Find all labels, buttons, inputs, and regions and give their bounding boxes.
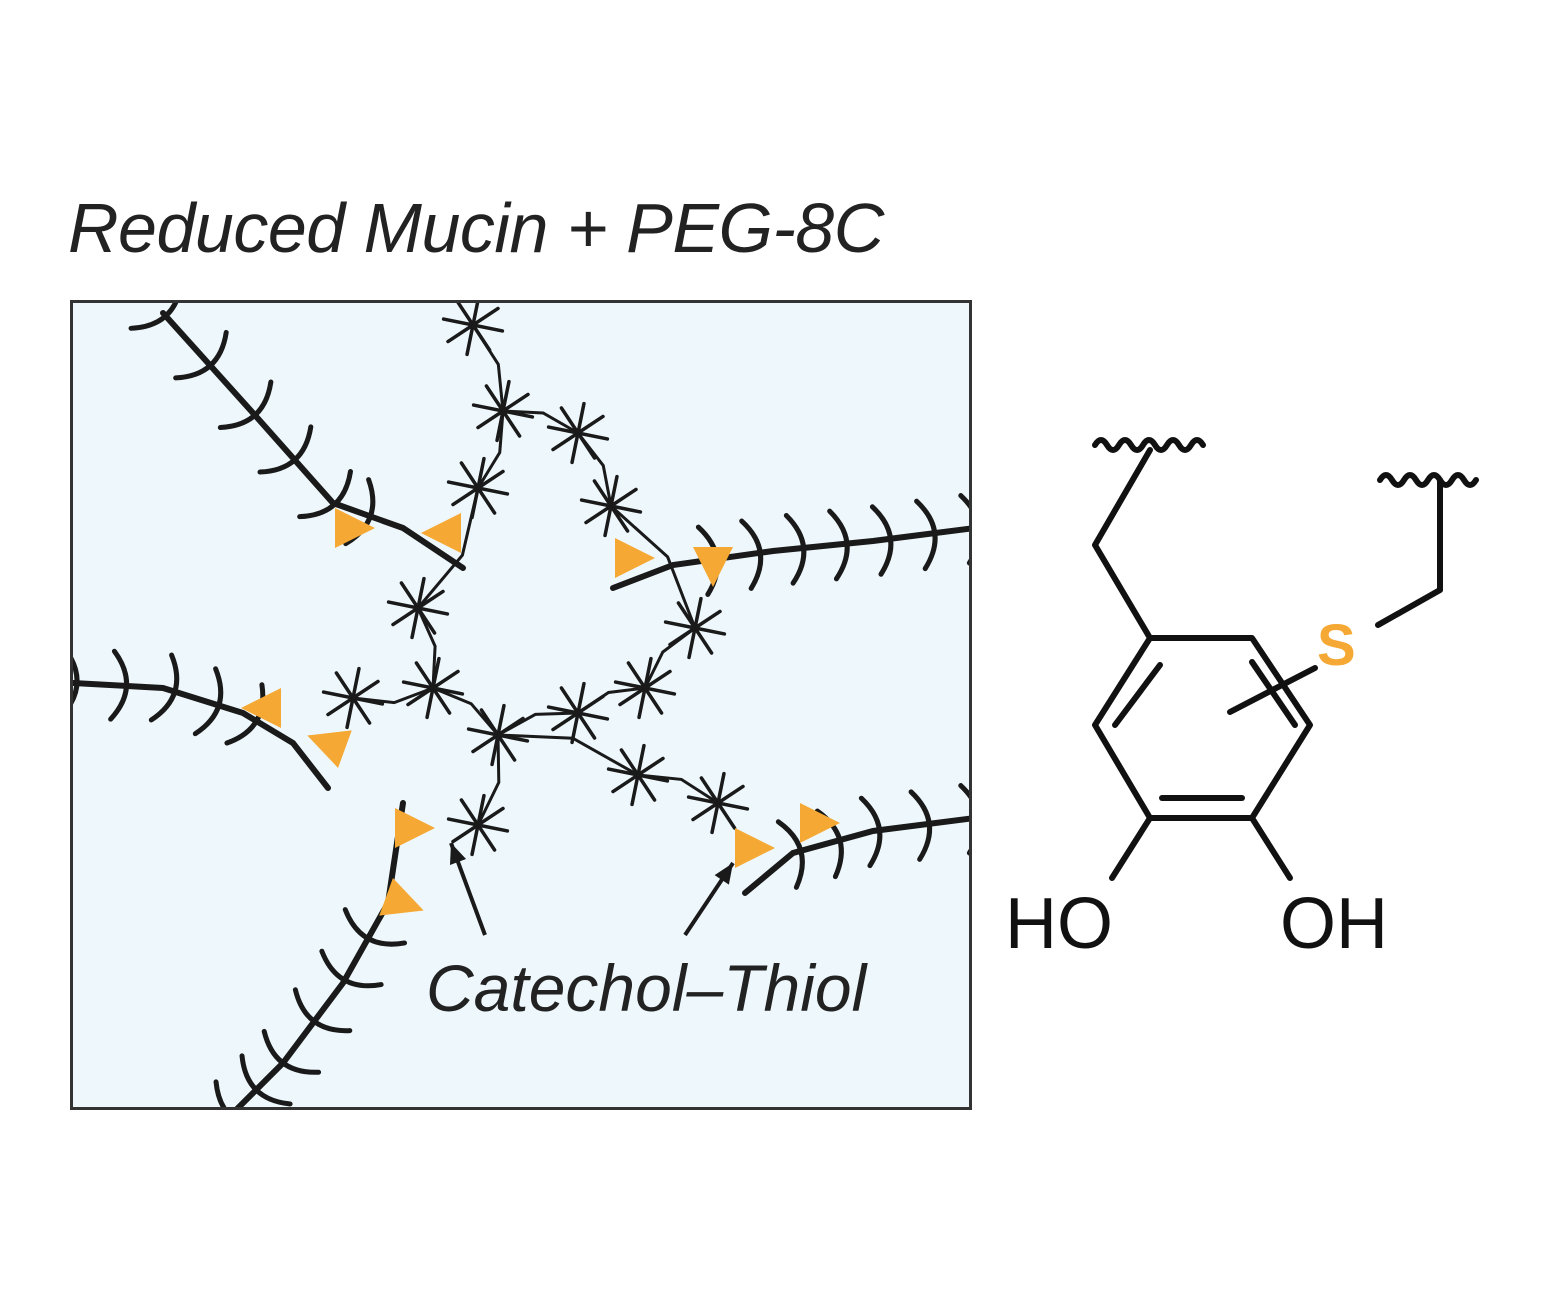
peg-linker	[471, 323, 505, 413]
mucin-side-chain-icon	[858, 795, 883, 869]
peg-linker	[576, 431, 613, 508]
peg-star-icon	[686, 771, 750, 835]
mucin-backbone	[742, 815, 969, 896]
mucin-side-chain-icon	[319, 948, 384, 989]
mucin-side-chain-icon	[958, 783, 969, 856]
network-diagram	[73, 303, 969, 1107]
peg-linker	[431, 686, 500, 737]
mucin-backbone	[160, 310, 466, 571]
catechol-triangle-icon	[735, 828, 775, 868]
mucin-side-chain-icon	[148, 652, 180, 723]
mucin-side-chain-icon	[257, 424, 314, 475]
mucin-side-chain-icon	[217, 379, 274, 431]
catechol-triangle-icon	[800, 803, 840, 843]
mucin-side-chain-icon	[224, 682, 266, 746]
mucin-side-chain-icon	[213, 1079, 227, 1107]
catechol-triangle-icon	[395, 808, 435, 848]
peg-linker	[476, 733, 501, 827]
catechol-triangle-icon	[379, 878, 424, 916]
mucin-side-chain-icon	[869, 504, 894, 577]
hydrogel-network-panel	[70, 300, 972, 1110]
peg-linker	[576, 686, 647, 715]
peg-linker	[476, 409, 505, 490]
mucin-side-chain-icon	[292, 987, 353, 1034]
mucin-side-chain-icon	[739, 518, 764, 591]
mucin-side-chain-icon	[914, 498, 938, 572]
wavy-bond-left-icon	[1092, 437, 1206, 453]
arrow-icon	[683, 861, 735, 937]
peg-linker	[643, 626, 697, 690]
peg-linker	[501, 409, 580, 435]
peg-star-polymers	[321, 303, 750, 857]
mucin-side-chain-icon	[908, 789, 933, 862]
mucin-side-chain-icon	[73, 656, 80, 705]
peg-star-icon	[321, 666, 385, 730]
mucin-backbone	[73, 680, 331, 791]
peg-linker	[416, 606, 437, 690]
catechol-triangle-icon	[335, 508, 375, 548]
mucin-side-chain-icon	[342, 907, 408, 947]
hydroxyl-left: HO	[1005, 884, 1113, 964]
arrow-icon	[449, 842, 487, 936]
hydroxyl-right: OH	[1280, 884, 1388, 964]
mucin-side-chain-icon	[775, 819, 805, 890]
sulfur-atom: S	[1317, 613, 1356, 678]
mucin-side-chain-icon	[192, 666, 224, 737]
mucin-side-chain-icon	[239, 1053, 293, 1107]
mucin-side-chain-icon	[783, 512, 807, 586]
peg-star-icon	[546, 681, 610, 745]
mucin-side-chain-icon	[958, 493, 969, 566]
peg-linker	[351, 686, 435, 705]
peg-star-icon	[441, 303, 505, 357]
benzene-ring-icon	[1092, 635, 1313, 821]
peg-linker	[496, 711, 580, 737]
mucin-backbone	[234, 800, 406, 1107]
figure-title: Reduced Mucin + PEG-8C	[68, 189, 884, 267]
catechol-thiol-label: Catechol–Thiol	[426, 951, 867, 1025]
mucin-side-chain-icon	[108, 648, 129, 722]
arrows	[449, 842, 735, 937]
catechol-triangle-icon	[241, 688, 281, 728]
peg-linker	[609, 504, 697, 630]
peg-linker	[636, 773, 720, 805]
catechol-triangle-icon	[615, 538, 655, 578]
peg-linker	[496, 733, 640, 777]
catechol-triangle-icon	[693, 547, 733, 587]
mucin-side-chain-icon	[173, 329, 229, 381]
catechol-triangle-icon	[307, 730, 352, 768]
mucin-backbone	[610, 525, 969, 591]
catechol-thiol-structure: S HO OH	[1005, 437, 1479, 964]
mucin-side-chain-icon	[128, 303, 179, 331]
mucin-side-chain-icon	[827, 508, 850, 582]
mucin-side-chain-icon	[261, 1028, 322, 1075]
catechol-triangle-icon	[421, 513, 461, 553]
wavy-bond-right-icon	[1377, 472, 1479, 488]
mucin-side-chain-icon	[297, 468, 353, 520]
peg-linker	[416, 486, 480, 610]
catechol-markers	[241, 508, 840, 916]
